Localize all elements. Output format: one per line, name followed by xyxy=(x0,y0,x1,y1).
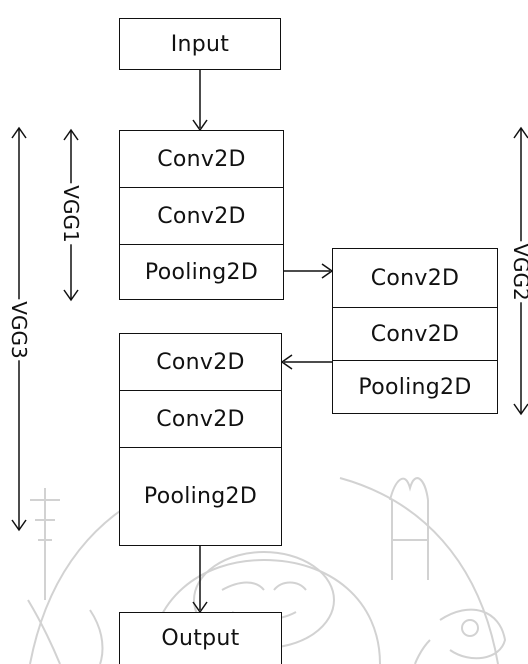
vgg1-label: VGG1 xyxy=(60,183,82,244)
vgg2-conv2d-block-2: Conv2D xyxy=(332,307,498,361)
vgg3-label: VGG3 xyxy=(8,299,30,360)
vgg2-pooling2d-block: Pooling2D xyxy=(332,360,498,414)
vgg1-conv2d-block-1: Conv2D xyxy=(119,130,284,188)
vgg1-pooling2d-block: Pooling2D xyxy=(119,244,284,300)
vgg3-conv2d-block-2: Conv2D xyxy=(119,390,282,448)
input-block: Input xyxy=(119,18,281,70)
vgg2-label: VGG2 xyxy=(510,241,528,302)
vgg3-pooling2d-block: Pooling2D xyxy=(119,447,282,546)
vgg2-conv2d-block-1: Conv2D xyxy=(332,248,498,308)
vgg3-conv2d-block-1: Conv2D xyxy=(119,333,282,391)
vgg1-conv2d-block-2: Conv2D xyxy=(119,187,284,245)
output-block: Output xyxy=(119,612,282,664)
